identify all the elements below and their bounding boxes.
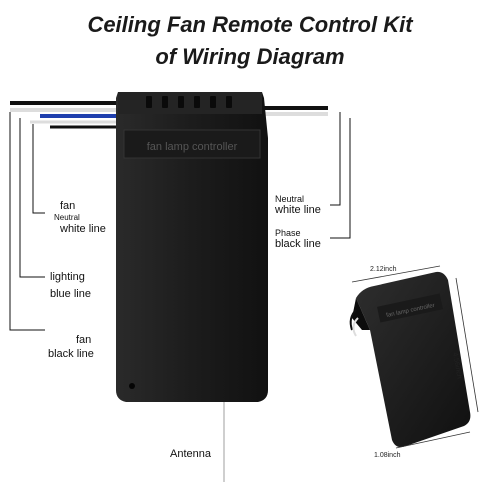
dim-height-line	[455, 277, 479, 413]
controller-thumbnail: fan lamp controller	[349, 271, 471, 448]
dimension-lines	[351, 265, 479, 449]
label-fan-black-line1: fan	[76, 334, 92, 346]
label-phase-in-line2: black line	[275, 238, 321, 250]
antenna-hole	[129, 383, 135, 389]
controller-box: fan lamp controller	[116, 92, 268, 402]
right-wire-bundle	[262, 106, 328, 116]
label-fan-black: fan black line	[48, 334, 94, 361]
label-lighting-line1: lighting	[50, 271, 85, 283]
label-fan-black-line2: black line	[48, 348, 94, 360]
left-wire-bundle	[10, 101, 118, 129]
label-antenna: Antenna	[170, 448, 211, 460]
label-fan-neutral-small: Neutral	[54, 213, 80, 222]
label-neutral-in-line1: Neutral	[275, 194, 305, 204]
controller-vents	[146, 96, 232, 108]
leader-neutral-in	[330, 112, 341, 206]
dim-width-label: 2.12inch	[370, 266, 397, 273]
label-neutral-in: Neutral white line	[275, 194, 321, 217]
label-fan-neutral-line1: fan	[60, 200, 76, 212]
controller-label-panel	[123, 129, 261, 159]
dim-depth-line	[395, 431, 471, 449]
leader-fan-neutral	[32, 124, 45, 214]
diagram-title-line2: of Wiring Diagram	[155, 44, 345, 69]
label-phase-in-small: Phase	[275, 228, 301, 238]
leader-lines	[9, 112, 351, 331]
diagram-title-line1: Ceiling Fan Remote Control Kit	[87, 12, 413, 37]
dim-depth-label: 1.08inch	[374, 452, 401, 459]
label-fan-neutral-line2: white line	[60, 223, 106, 235]
label-phase-in: Phase black line	[275, 228, 321, 251]
label-lighting-line2: blue line	[50, 288, 91, 300]
label-lighting: lighting blue line	[50, 271, 91, 301]
label-fan-neutral: fan Neutral white line	[54, 200, 106, 236]
leader-phase-in	[330, 118, 351, 239]
controller-face-text: fan lamp controller	[147, 141, 238, 153]
leader-lighting	[19, 118, 45, 278]
dim-width-line	[351, 265, 441, 283]
label-neutral-in-line2: white line	[275, 204, 321, 216]
leader-fan-black	[9, 112, 45, 331]
